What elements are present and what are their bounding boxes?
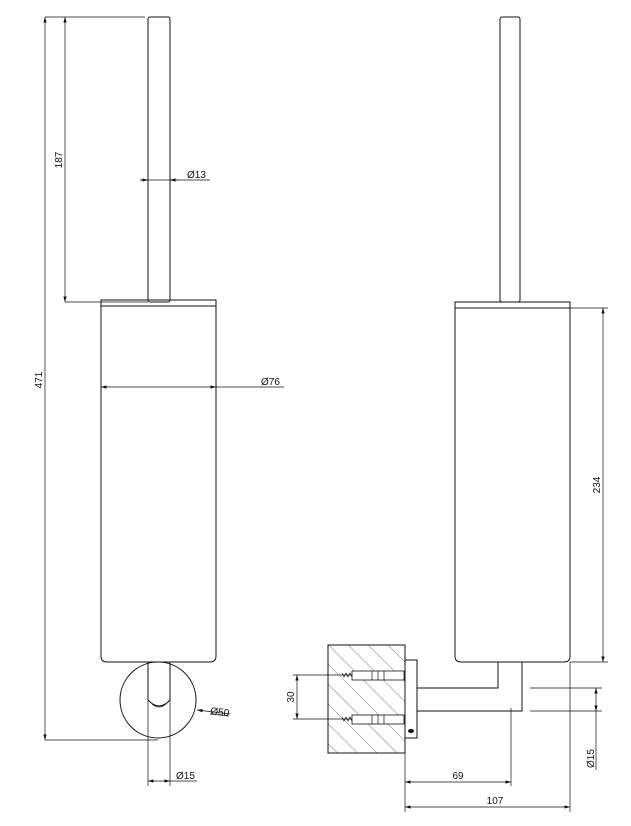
dim-label-d13: Ø13 (187, 170, 206, 181)
dim-label-d50: Ø50 (210, 706, 231, 719)
dim-label-d15-side: Ø15 (586, 749, 597, 768)
dim-label-187: 187 (54, 151, 65, 168)
dim-label-d76: Ø76 (261, 377, 280, 388)
stem (147, 662, 171, 707)
lid (100, 299, 217, 307)
wall-section (327, 644, 406, 754)
side-view: 234 Ø15 30 69 107 (286, 16, 608, 812)
set-screw (408, 729, 414, 733)
screw-anchors (340, 670, 405, 725)
handle-rod (147, 16, 171, 303)
dim-label-107: 107 (487, 796, 504, 807)
handle-rod-side (499, 16, 521, 303)
body-cylinder (100, 306, 217, 663)
dim-label-471: 471 (34, 371, 45, 388)
front-view: 471 187 Ø13 Ø76 Ø50 Ø15 (34, 16, 284, 786)
wall-rosette (119, 661, 197, 739)
dim-label-234: 234 (592, 476, 603, 493)
lid-side (454, 301, 571, 309)
dim-label-d15-front: Ø15 (176, 771, 195, 782)
wall-plate (404, 659, 418, 739)
bracket-arm (417, 662, 523, 712)
dim-rosette-leader (196, 709, 231, 715)
body-cylinder-side (454, 308, 571, 663)
dim-label-69: 69 (452, 771, 464, 782)
dim-label-30: 30 (286, 691, 297, 703)
